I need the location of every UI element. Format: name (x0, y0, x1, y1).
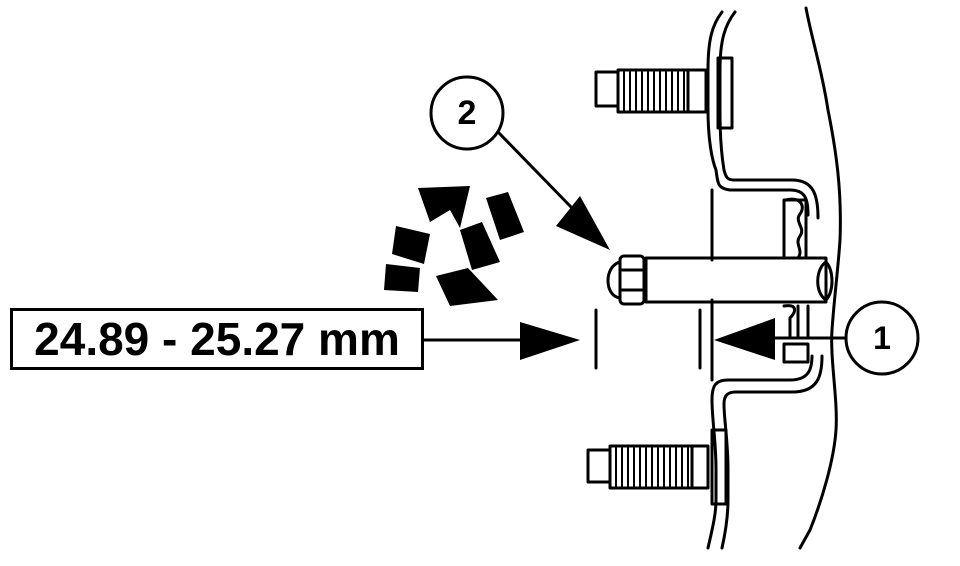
flange-plate-outer (706, 10, 810, 217)
rotation-arrow-head-up-icon (418, 186, 470, 228)
pinion-shaft (606, 254, 834, 306)
callout-2-leader (496, 130, 574, 210)
rotation-dash-1 (392, 226, 430, 264)
rotation-dash-3 (486, 192, 524, 240)
callout-1-arrowhead-icon (714, 318, 775, 360)
callout-2-circle (429, 75, 505, 151)
flange-lower-outer (706, 354, 814, 550)
upper-stud (594, 56, 734, 130)
measurement-label-box: 24.89 - 25.27 mm (10, 308, 424, 370)
callout-2-label: 2 (457, 94, 477, 132)
rotation-dash-2 (384, 264, 420, 292)
rotation-dash-4 (460, 222, 500, 270)
seal-lower (782, 304, 796, 338)
dimension-arrowhead-icon (520, 322, 580, 360)
callout-1-label: 1 (873, 320, 891, 356)
seal-upper (784, 197, 804, 260)
callout-2-arrowhead-icon (556, 196, 610, 250)
seal-lip-lower (782, 342, 810, 364)
housing-outer-edge (798, 6, 842, 550)
lower-stud (586, 428, 728, 506)
lower-stud-threads (615, 447, 689, 487)
rotation-arrow-head-down-icon (436, 268, 498, 306)
flange-lower-inner (720, 354, 824, 550)
measurement-label: 24.89 - 25.27 mm (34, 313, 400, 365)
flange-plate-inner (718, 10, 820, 220)
upper-stud-threads (623, 71, 685, 111)
